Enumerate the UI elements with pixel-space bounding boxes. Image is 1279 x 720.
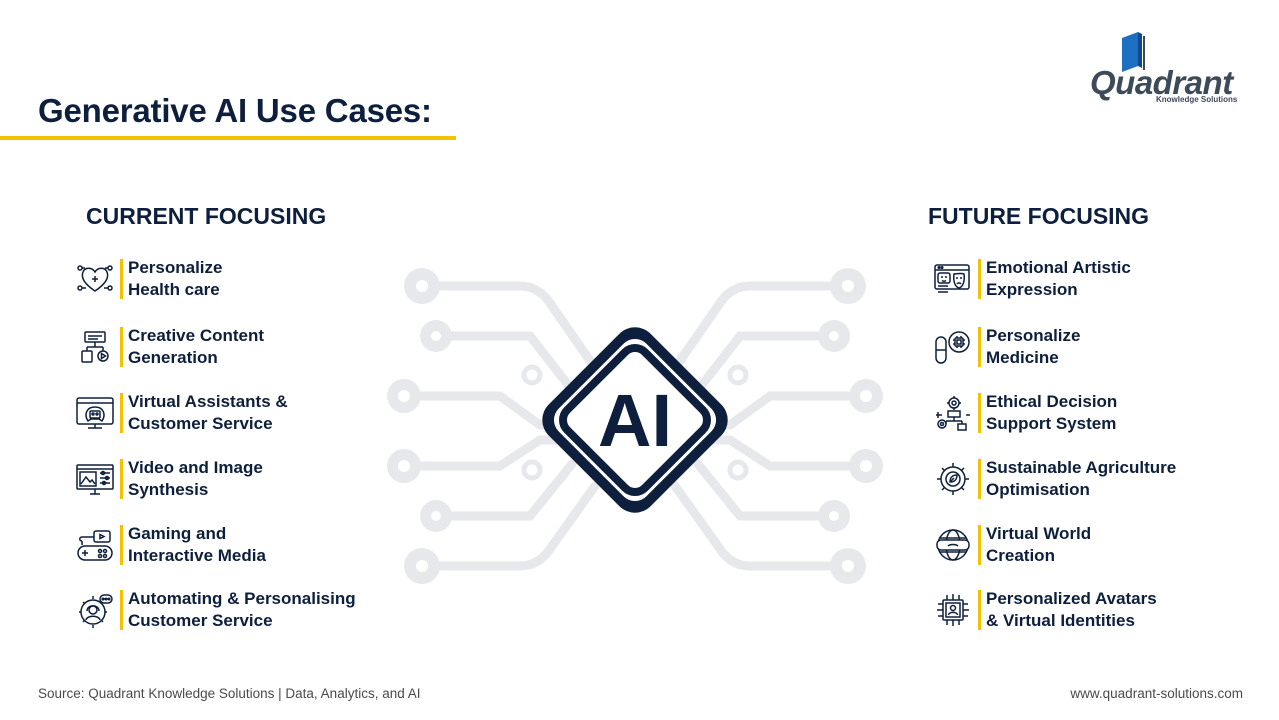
avatar-chip-icon <box>937 594 969 626</box>
item-line2: Optimisation <box>986 480 1090 499</box>
item-line1: Sustainable Agriculture <box>986 458 1177 477</box>
gamepad-icon <box>77 530 113 561</box>
item-line1: Personalized Avatars <box>986 589 1157 608</box>
item-line2: Synthesis <box>128 480 209 499</box>
ai-center-label: AI <box>598 379 672 462</box>
item-line2: Medicine <box>986 348 1059 367</box>
item-line1: Virtual World <box>986 524 1092 543</box>
item-line1: Personalize <box>986 326 1081 345</box>
logo-tagline: Knowledge Solutions <box>1156 95 1238 104</box>
company-logo[interactable]: Quadrant Knowledge Solutions <box>1088 28 1248 108</box>
future-item-avatars: Personalized Avatars & Virtual Identities <box>934 587 1246 633</box>
support-gear-icon <box>79 594 113 628</box>
item-line2: Creation <box>986 546 1055 565</box>
current-item-virtual-assistants: Virtual Assistants & Customer Service <box>76 390 388 436</box>
image-editor-icon <box>76 464 114 495</box>
page-title: Generative AI Use Cases: <box>38 92 432 129</box>
title-underline <box>0 136 456 140</box>
ai-circuit-graphic: AI <box>387 268 883 584</box>
content-flow-icon <box>81 331 109 363</box>
leaf-gear-icon <box>937 463 969 495</box>
item-line2: Support System <box>986 414 1117 433</box>
theater-masks-icon <box>934 264 970 293</box>
item-line1: Ethical Decision <box>986 392 1118 411</box>
item-line1: Gaming and <box>128 524 227 543</box>
decision-gears-icon <box>936 396 970 431</box>
item-line2: Customer Service <box>128 611 273 630</box>
item-line2: Interactive Media <box>128 546 266 565</box>
item-line2: Health care <box>128 280 220 299</box>
item-line1: Creative Content <box>128 326 265 345</box>
website-link[interactable]: www.quadrant-solutions.com <box>1070 686 1243 701</box>
vr-globe-icon <box>936 529 970 561</box>
health-heart-icon <box>77 265 113 292</box>
future-focusing-heading: FUTURE FOCUSING <box>928 203 1150 229</box>
item-line2: Expression <box>986 280 1078 299</box>
item-line1: Automating & Personalising <box>128 589 356 608</box>
item-line2: Generation <box>128 348 218 367</box>
logo-wordmark: Quadrant <box>1090 64 1233 101</box>
item-line1: Emotional Artistic <box>986 258 1131 277</box>
current-focusing-heading: CURRENT FOCUSING <box>86 203 327 229</box>
item-line2: Customer Service <box>128 414 273 433</box>
source-footer: Source: Quadrant Knowledge Solutions | D… <box>38 686 421 701</box>
item-line2: & Virtual Identities <box>986 611 1135 630</box>
chatbot-screen-icon <box>76 397 114 429</box>
book-logo-icon <box>1122 32 1145 72</box>
item-line1: Video and Image <box>128 458 263 477</box>
pill-chip-icon <box>935 331 970 364</box>
item-line1: Personalize <box>128 258 223 277</box>
item-line1: Virtual Assistants & <box>128 392 288 411</box>
